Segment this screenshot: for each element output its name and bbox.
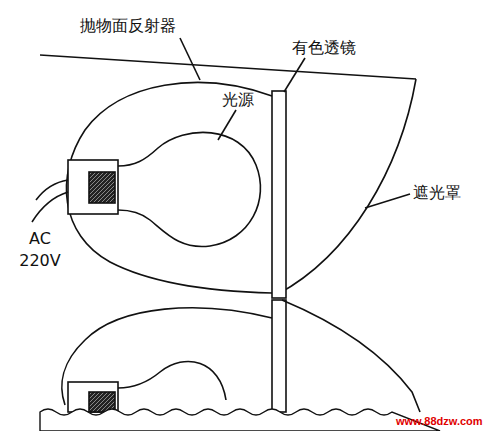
colored-lens <box>272 91 286 298</box>
bulb-glass <box>118 132 260 246</box>
power-wire <box>36 180 68 200</box>
part-label: 光源 <box>222 90 254 109</box>
lamp-socket <box>68 160 118 214</box>
socket-contact <box>89 172 115 203</box>
parabolic-reflector <box>66 83 272 293</box>
bulb-copy <box>118 361 226 400</box>
shade-top-edge <box>40 55 416 79</box>
socket-copy <box>68 382 118 412</box>
part-label: 遮光罩 <box>413 183 461 202</box>
part-label: 有色透镜 <box>292 38 356 57</box>
leader-line <box>180 38 200 80</box>
leader-line <box>365 194 410 208</box>
shade-curve <box>278 79 416 294</box>
torn-edge <box>40 409 440 431</box>
lens-copy <box>272 300 286 412</box>
part-label: 抛物面反射器 <box>80 16 176 35</box>
leader-line <box>218 110 236 140</box>
watermark: www.88dzw.com <box>396 415 483 428</box>
shade-copy <box>282 300 420 412</box>
supply-label: AC 220V <box>18 228 62 271</box>
leader-line <box>284 58 305 92</box>
power-wire <box>32 192 68 222</box>
